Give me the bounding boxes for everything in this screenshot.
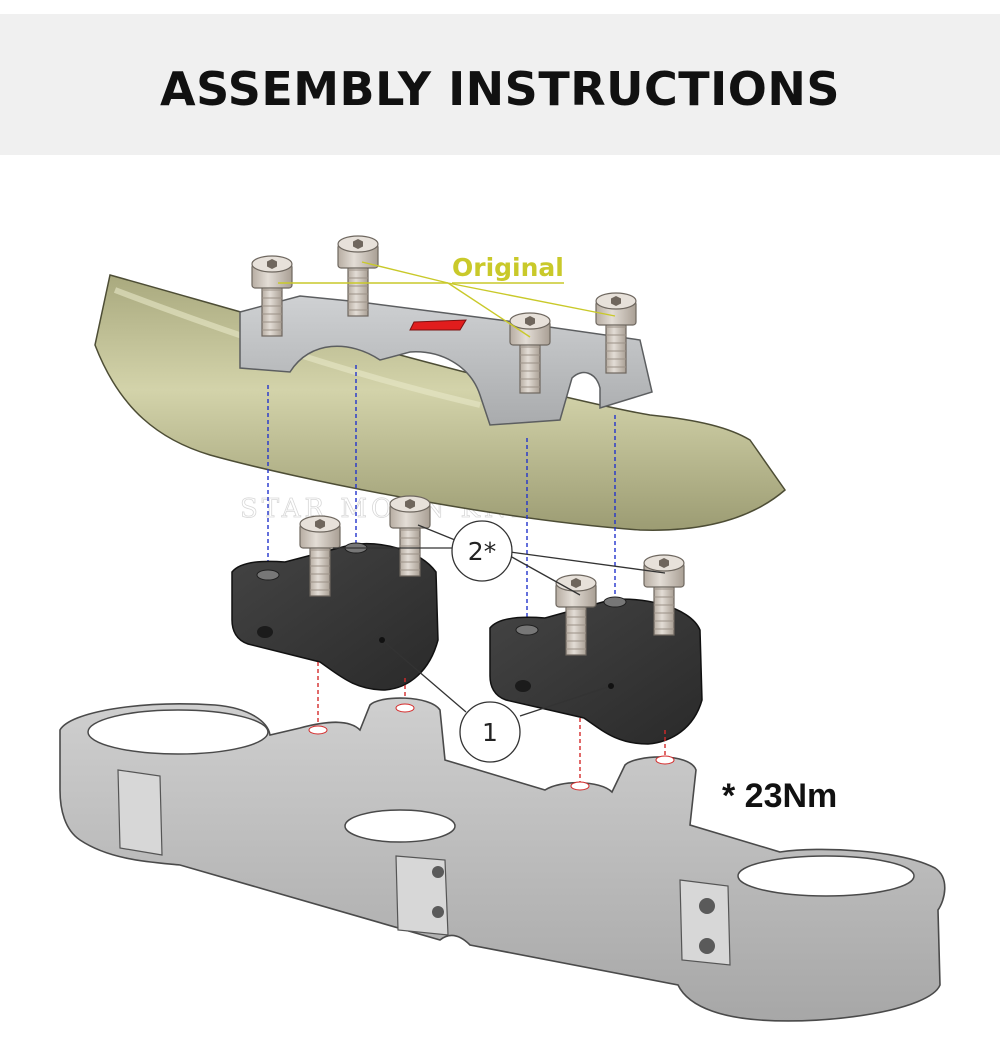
original-label: Original (452, 253, 564, 282)
blue-guide-lines (267, 365, 616, 630)
red-badge (409, 319, 467, 331)
header-banner: ASSEMBLY INSTRUCTIONS (0, 14, 1000, 155)
callout-1 (381, 639, 612, 763)
callout-2 (333, 520, 666, 596)
callout-2-label: 2* (468, 537, 496, 566)
callout-1-dot-left (379, 637, 385, 643)
triple-clamp (59, 697, 946, 1022)
callout-1-label: 1 (482, 718, 498, 747)
page-title: ASSEMBLY INSTRUCTIONS (160, 62, 840, 116)
original-leader-lines (278, 261, 616, 338)
torque-label: * 23Nm (722, 777, 837, 815)
callout-1-dot-right (608, 683, 614, 689)
